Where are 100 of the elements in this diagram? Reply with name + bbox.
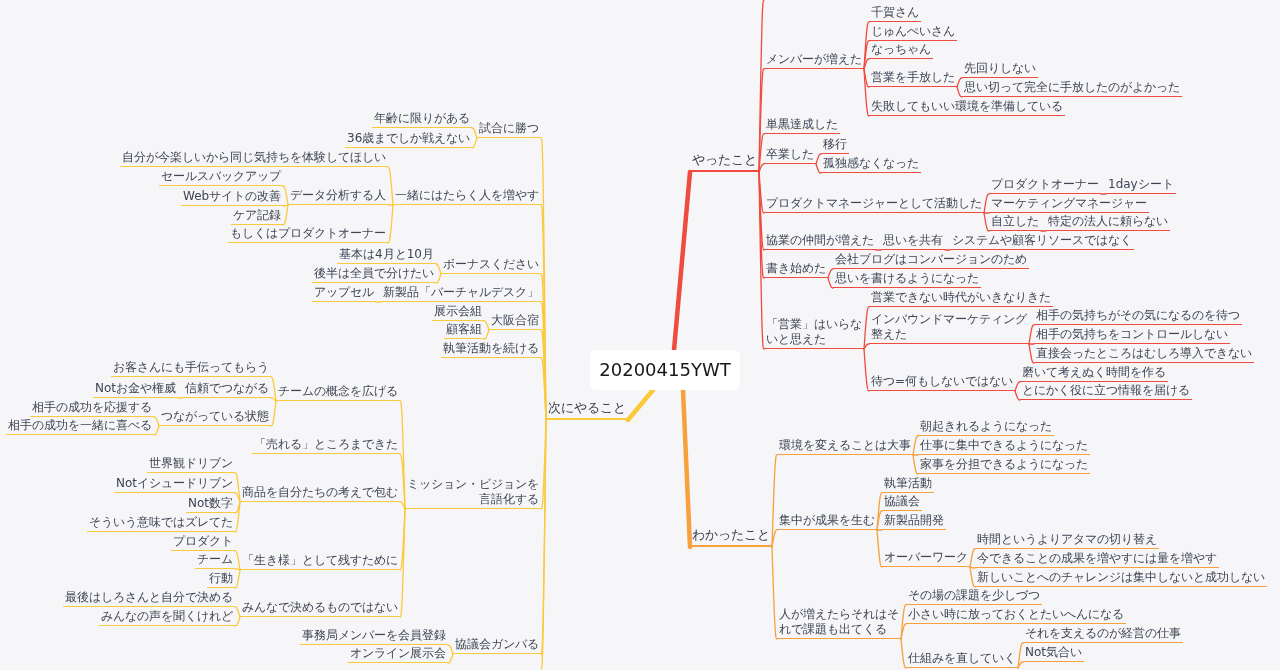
- subtopic: 集中が成果を生む: [777, 513, 877, 530]
- branch-line: [983, 193, 990, 214]
- subtopic: ミッション・ビジョンを言語化する: [405, 477, 541, 509]
- main-topic: わかったこと: [690, 526, 772, 547]
- branch-line: [234, 616, 241, 627]
- branch-line: [876, 529, 883, 568]
- branch-line: [387, 166, 394, 206]
- branch-line: [912, 435, 919, 456]
- branch-line: [876, 529, 883, 531]
- branch-line: [876, 492, 883, 531]
- subtopic: 人が増えたらそれはそれで課題も出てくる: [777, 607, 901, 639]
- branch-line: [447, 644, 454, 655]
- branch-line: [282, 185, 289, 206]
- subtopic: 最後はしろさんと自分で決める: [63, 590, 235, 607]
- branch-line: [912, 454, 919, 456]
- branch-line: [1028, 343, 1035, 364]
- subtopic: 協議会: [882, 494, 922, 511]
- branch-line: [758, 171, 765, 350]
- subtopic: アップセル: [312, 285, 376, 302]
- subtopic: メンバーが増えた: [764, 52, 864, 69]
- branch-line: [282, 204, 289, 226]
- branch-line: [282, 204, 289, 207]
- branch-line: [1017, 642, 1024, 669]
- branch-line: [399, 508, 406, 618]
- subtopic: 「売れる」ところまできた: [252, 437, 400, 454]
- branch-line: [234, 569, 241, 589]
- branch-line: [771, 454, 778, 548]
- subtopic: 卒業した: [764, 147, 816, 164]
- subtopic: 大阪合宿: [489, 313, 541, 330]
- subtopic: 一緒にはたらく人を増やす: [393, 188, 541, 205]
- branch-line: [435, 273, 442, 284]
- main-branch-line: [680, 387, 693, 550]
- branch-line: [956, 77, 963, 88]
- subtopic: 「営業」はいらないと思えた: [764, 317, 864, 349]
- branch-line: [863, 58, 870, 70]
- branch-line: [270, 400, 277, 427]
- subtopic: 基本は4月と10月: [337, 247, 436, 264]
- branch-line: [234, 501, 241, 533]
- branch-line: [758, 0, 765, 173]
- subtopic: 千賀さん: [869, 5, 921, 22]
- branch-line: [1017, 661, 1024, 669]
- branch-line: [234, 492, 241, 503]
- branch-line: [944, 249, 951, 251]
- subtopic: 執筆活動を続ける: [441, 341, 541, 358]
- branch-line: [435, 263, 442, 275]
- subtopic: 自分が今楽しいから同じ気持ちを体験してほしい: [120, 150, 388, 167]
- subtopic: なっちゃん: [869, 42, 933, 59]
- subtopic: プロダクトマネージャーとして活動した: [764, 196, 984, 213]
- branch-line: [471, 137, 478, 149]
- branch-line: [983, 212, 990, 232]
- subtopic: チーム: [195, 552, 235, 569]
- branch-line: [399, 400, 406, 510]
- subtopic: Not数字: [186, 496, 236, 513]
- subtopic: Notお金や権威: [93, 381, 179, 398]
- subtopic: 事務局メンバーを会員登録: [300, 628, 448, 645]
- branch-line: [969, 566, 976, 569]
- subtopic: マーケティングマネージャー: [989, 196, 1149, 213]
- subtopic: じゅんぺいさん: [869, 24, 957, 41]
- branch-line: [234, 606, 241, 618]
- branch-line: [815, 163, 822, 174]
- main-topic: やったこと: [690, 151, 759, 172]
- subtopic: オンライン展示会: [348, 646, 448, 663]
- branch-line: [483, 329, 490, 340]
- subtopic: 時間というよりアタマの切り替え: [975, 532, 1159, 549]
- branch-line: [863, 21, 870, 70]
- subtopic: 小さい時に放っておくとたいへんになる: [906, 607, 1126, 624]
- subtopic: 信頼でつながる: [183, 381, 271, 398]
- branch-line: [876, 510, 883, 531]
- subtopic: 磨いて考えぬく時間を作る: [1020, 365, 1168, 382]
- subtopic: チームの概念を広げる: [276, 384, 400, 401]
- subtopic: 協業の仲間が増えた: [764, 233, 876, 250]
- subtopic: そういう意味ではズレてた: [87, 515, 235, 532]
- subtopic: Not気合い: [1023, 645, 1085, 662]
- branch-line: [399, 501, 406, 510]
- subtopic: 年齢に限りがある: [372, 111, 472, 128]
- subtopic: 朝起きれるようになった: [918, 419, 1054, 436]
- subtopic: 展示会組: [432, 304, 484, 321]
- branch-line: [153, 425, 160, 436]
- subtopic: 失敗してもいい環境を準備している: [869, 99, 1065, 116]
- subtopic: 新製品「バーチャルデスク」: [381, 285, 541, 302]
- branch-line: [956, 86, 963, 98]
- subtopic: 相手の成功を一緒に喜べる: [6, 418, 154, 435]
- subtopic: つながっている状態: [159, 409, 271, 426]
- branch-line: [1100, 193, 1107, 195]
- subtopic: インバウンドマーケティング整えた: [869, 312, 1029, 344]
- subtopic: 顧客組: [444, 322, 484, 339]
- branch-line: [912, 454, 919, 475]
- subtopic: 孤独感なくなった: [821, 156, 921, 173]
- main-branch-line: [671, 169, 693, 353]
- branch-line: [234, 568, 241, 571]
- branch-line: [827, 277, 834, 289]
- subtopic: 今できることの成果を増やすには量を増やす: [975, 551, 1219, 568]
- subtopic: 執筆活動: [882, 476, 934, 493]
- branch-line: [815, 153, 822, 165]
- subtopic: 思い切って完全に手放したのがよかった: [962, 80, 1182, 97]
- branch-line: [863, 306, 870, 350]
- main-branch-line: [625, 387, 656, 423]
- subtopic: 後半は全員で分けたい: [312, 266, 436, 283]
- subtopic: 直接会ったところはむしろ導入できない: [1034, 346, 1254, 363]
- subtopic: みんなの声を聞くけれど: [99, 609, 235, 626]
